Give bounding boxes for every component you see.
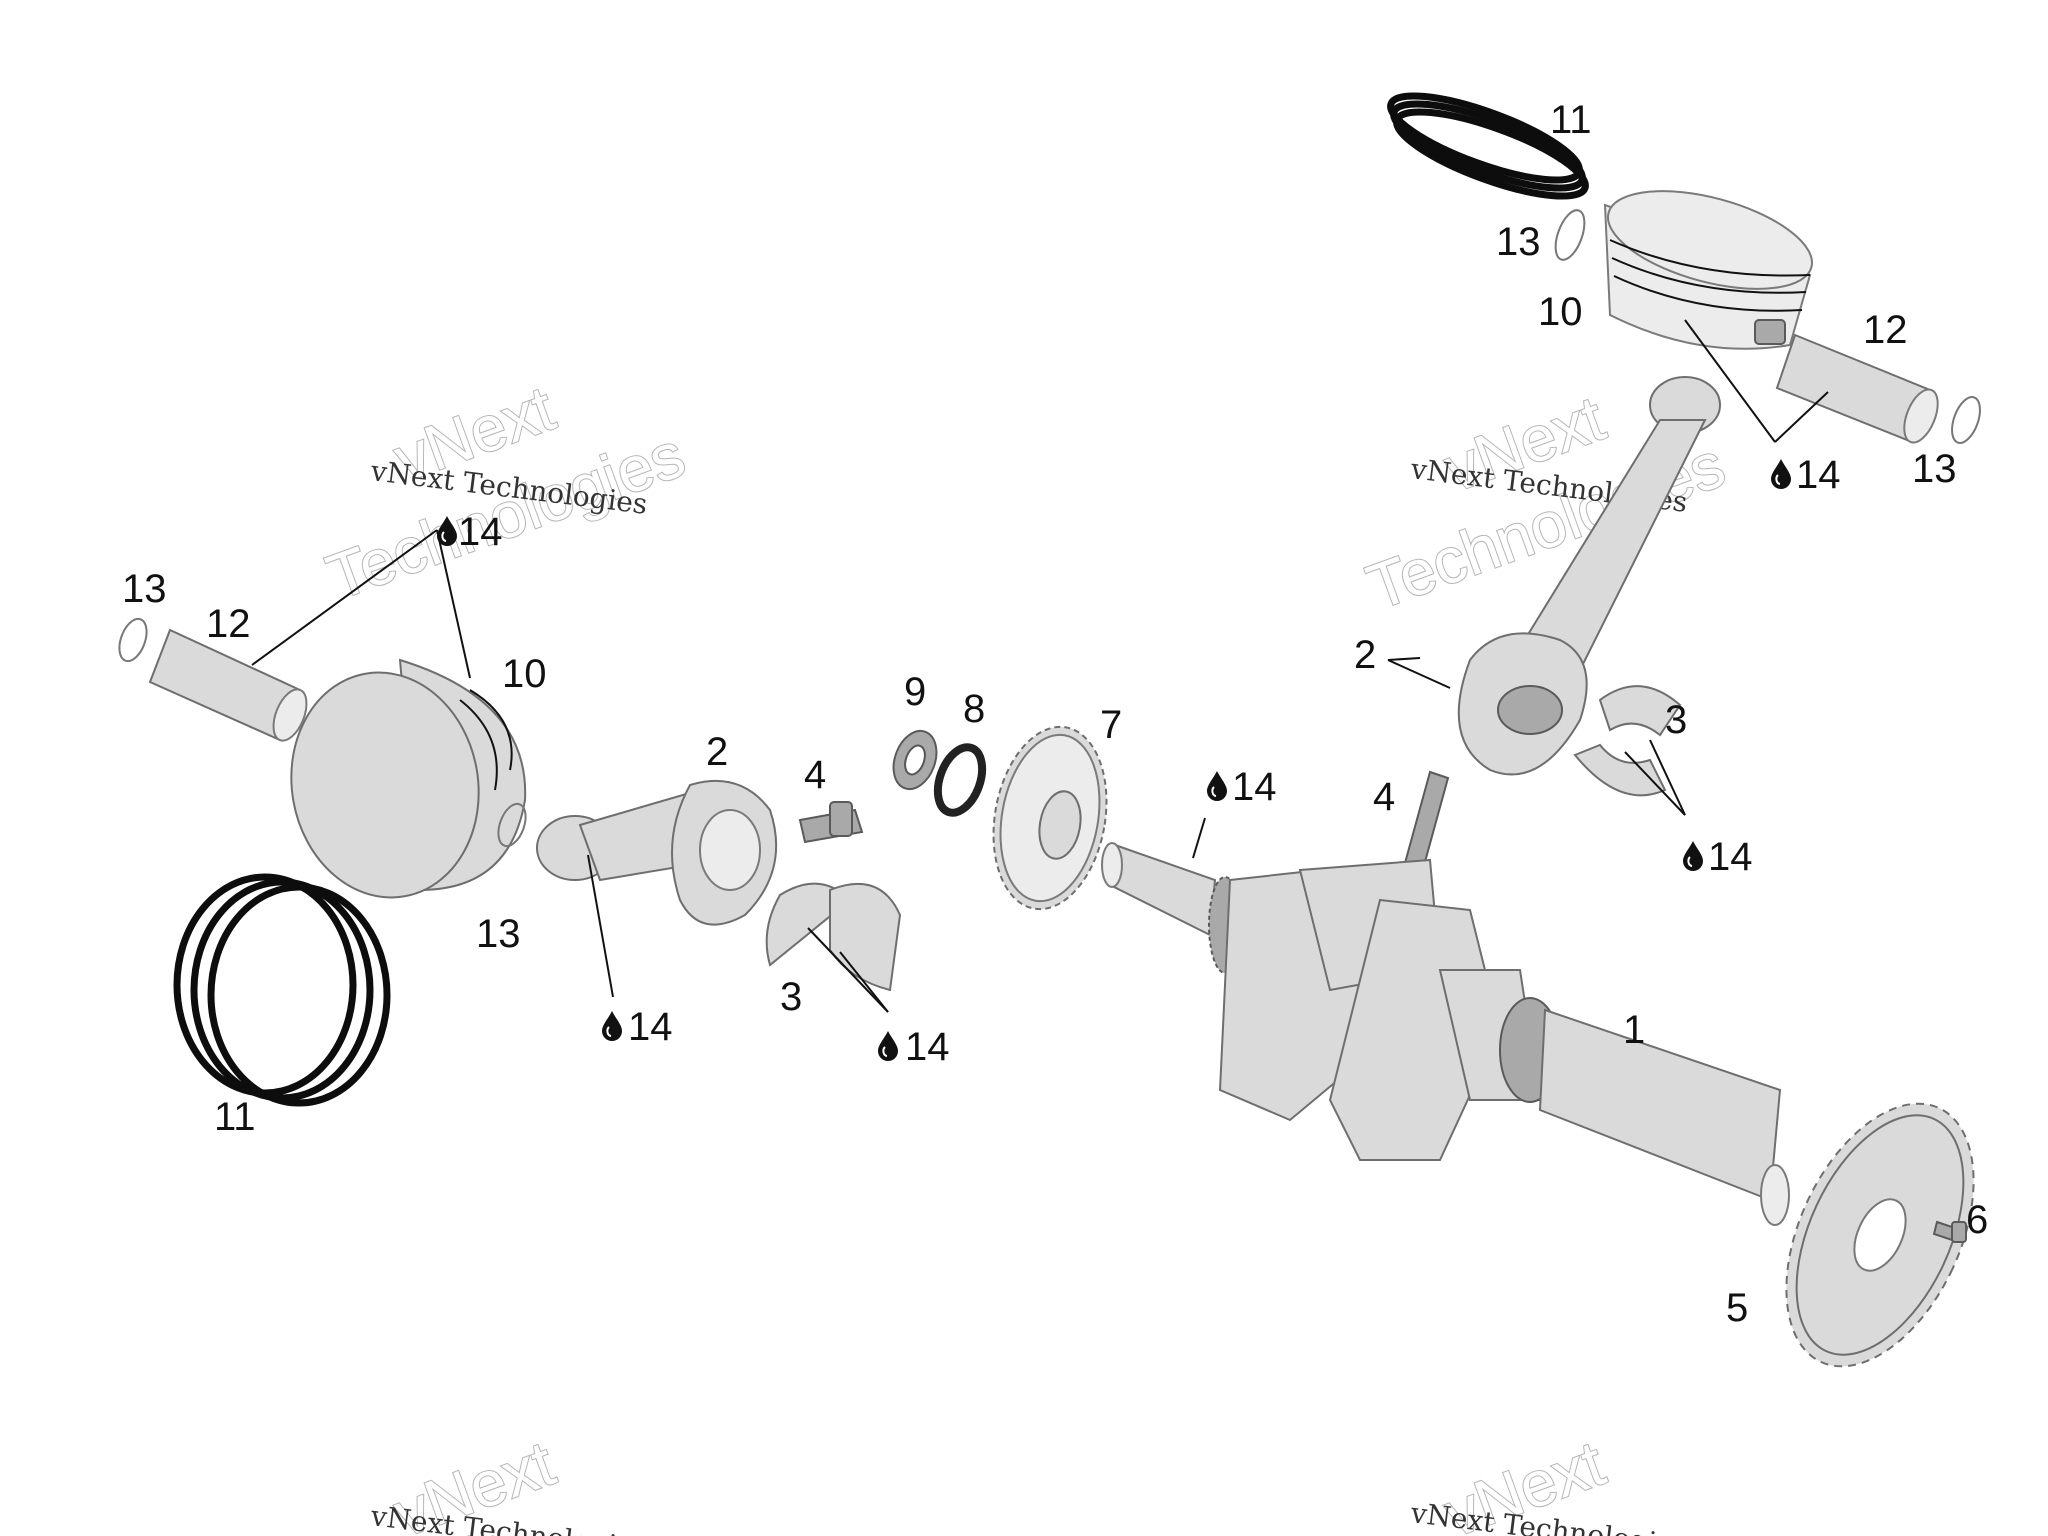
leader-lines bbox=[251, 319, 1829, 1013]
callout-5: 5 bbox=[1726, 1286, 1748, 1330]
callout-3-left: 3 bbox=[780, 975, 802, 1019]
piston-right bbox=[1603, 190, 1814, 350]
washer-8 bbox=[933, 743, 987, 817]
piston-rings-right bbox=[1387, 92, 1589, 200]
callout-2-left: 2 bbox=[706, 730, 728, 774]
svg-text:14: 14 bbox=[458, 510, 503, 554]
callout-13-left-upper: 13 bbox=[122, 567, 167, 611]
oil-drop-callout-crank: 14 bbox=[1206, 765, 1277, 809]
piston-left bbox=[290, 658, 527, 899]
callout-6: 6 bbox=[1966, 1198, 1988, 1242]
oil-drop-callout-left-bearing: 14 bbox=[877, 1025, 950, 1069]
callout-4-right: 4 bbox=[1373, 775, 1395, 819]
callout-1: 1 bbox=[1623, 1008, 1645, 1052]
svg-text:14: 14 bbox=[628, 1005, 673, 1049]
watermark-bottom-left: vNext vNext Technologies bbox=[368, 1426, 649, 1536]
callout-8: 8 bbox=[963, 687, 985, 731]
callout-13-right-upper: 13 bbox=[1496, 220, 1541, 264]
rod-bolt-left bbox=[798, 801, 864, 844]
callout-4-left: 4 bbox=[804, 753, 826, 797]
oil-drop-callout-left-top: 14 bbox=[436, 510, 503, 554]
trigger-wheel-5 bbox=[1785, 1102, 1975, 1368]
nut-9 bbox=[892, 729, 938, 791]
oil-drop-icon bbox=[877, 1030, 899, 1062]
svg-text:14: 14 bbox=[1796, 453, 1841, 497]
oil-drop-icon bbox=[1206, 770, 1228, 802]
lubricant-callouts: 14 14 14 14 14 14 bbox=[436, 453, 1841, 1069]
watermark-top-left: vNext Technologies vNext Technologies bbox=[317, 371, 695, 615]
screw-6 bbox=[1932, 1220, 1967, 1243]
callout-2-right: 2 bbox=[1354, 633, 1376, 677]
circlip-left-lower bbox=[497, 802, 527, 848]
connecting-rod-left bbox=[536, 779, 778, 926]
callout-12-left: 12 bbox=[206, 602, 251, 646]
bearing-shells-left bbox=[765, 882, 902, 992]
wrist-pin-left bbox=[148, 628, 308, 742]
gear-7 bbox=[992, 725, 1108, 911]
connecting-rod-right bbox=[1457, 376, 1721, 776]
circlip-right-lower bbox=[1951, 396, 1981, 444]
circlip-left-upper bbox=[118, 617, 148, 663]
callout-12-right: 12 bbox=[1863, 308, 1908, 352]
circlip-right-upper bbox=[1554, 209, 1586, 261]
svg-text:14: 14 bbox=[1708, 835, 1753, 879]
crankshaft bbox=[1101, 842, 1790, 1226]
callout-10-right: 10 bbox=[1538, 290, 1583, 334]
callout-10-left: 10 bbox=[502, 652, 547, 696]
callout-labels: 1 2 2 3 3 4 4 5 6 7 8 9 10 10 11 11 12 1… bbox=[122, 98, 1988, 1330]
oil-drop-icon bbox=[1682, 840, 1704, 872]
oil-drop-callout-left-rod: 14 bbox=[601, 1005, 673, 1049]
svg-text:14: 14 bbox=[905, 1025, 950, 1069]
oil-drop-icon bbox=[1770, 458, 1792, 490]
watermark-bottom-right: vNext vNext Technologies bbox=[1408, 1426, 1689, 1536]
svg-text:14: 14 bbox=[1232, 765, 1277, 809]
bearing-shells-right bbox=[1573, 685, 1682, 797]
callout-7: 7 bbox=[1100, 703, 1122, 747]
callout-3-right: 3 bbox=[1665, 698, 1687, 742]
callout-9: 9 bbox=[904, 670, 926, 714]
callout-11-right: 11 bbox=[1550, 98, 1592, 142]
oil-drop-callout-right-bearing: 14 bbox=[1682, 835, 1753, 879]
wrist-pin-right bbox=[1775, 333, 1939, 444]
callout-11-left: 11 bbox=[214, 1095, 256, 1139]
oil-drop-icon bbox=[601, 1010, 623, 1042]
callout-13-left-lower: 13 bbox=[476, 912, 521, 956]
piston-rings-left bbox=[173, 873, 391, 1107]
oil-drop-callout-right-top: 14 bbox=[1770, 453, 1841, 497]
callout-13-right-lower: 13 bbox=[1912, 447, 1957, 491]
